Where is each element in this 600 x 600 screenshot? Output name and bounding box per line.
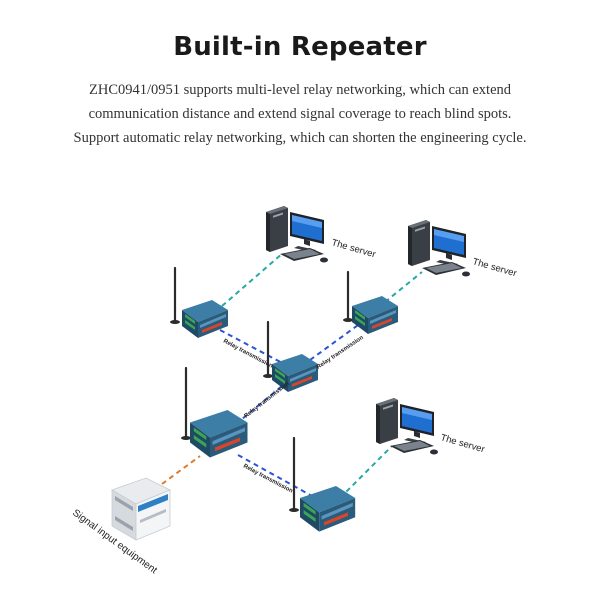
orange-link bbox=[161, 455, 201, 485]
server-2-icon bbox=[408, 220, 470, 277]
antennas bbox=[173, 266, 350, 510]
server-1-icon bbox=[266, 206, 328, 263]
server-3-label: The server bbox=[439, 432, 486, 455]
blue-link-4 bbox=[237, 454, 313, 497]
relay-device-1-icon bbox=[182, 300, 228, 338]
relay-device-5-icon bbox=[300, 486, 356, 532]
server-3-icon bbox=[376, 398, 438, 455]
relay-device-4-icon bbox=[190, 410, 248, 458]
blue-link-2 bbox=[309, 319, 366, 361]
teal-link-1 bbox=[221, 252, 284, 307]
description-text: ZHC0941/0951 supports multi-level relay … bbox=[73, 82, 527, 146]
relay-label-4: Relay transmission bbox=[242, 463, 294, 494]
teal-link-3 bbox=[339, 445, 393, 499]
relay-label-1: Relay transmission bbox=[222, 338, 274, 369]
blue-link-3 bbox=[235, 385, 283, 425]
page-title: Built-in Repeater bbox=[173, 32, 427, 62]
server-1-label: The server bbox=[330, 237, 377, 260]
relay-label-3: Relay transmission bbox=[244, 381, 291, 420]
link-lines bbox=[161, 252, 423, 499]
relay-label-2: Relay transmission bbox=[316, 335, 365, 371]
plc-equipment-icon bbox=[111, 477, 171, 541]
relay-device-2-icon bbox=[352, 296, 398, 334]
antenna-bases bbox=[170, 318, 353, 512]
teal-link-2 bbox=[384, 271, 423, 303]
server-2-label: The server bbox=[471, 256, 518, 279]
blue-link-1 bbox=[219, 329, 289, 367]
